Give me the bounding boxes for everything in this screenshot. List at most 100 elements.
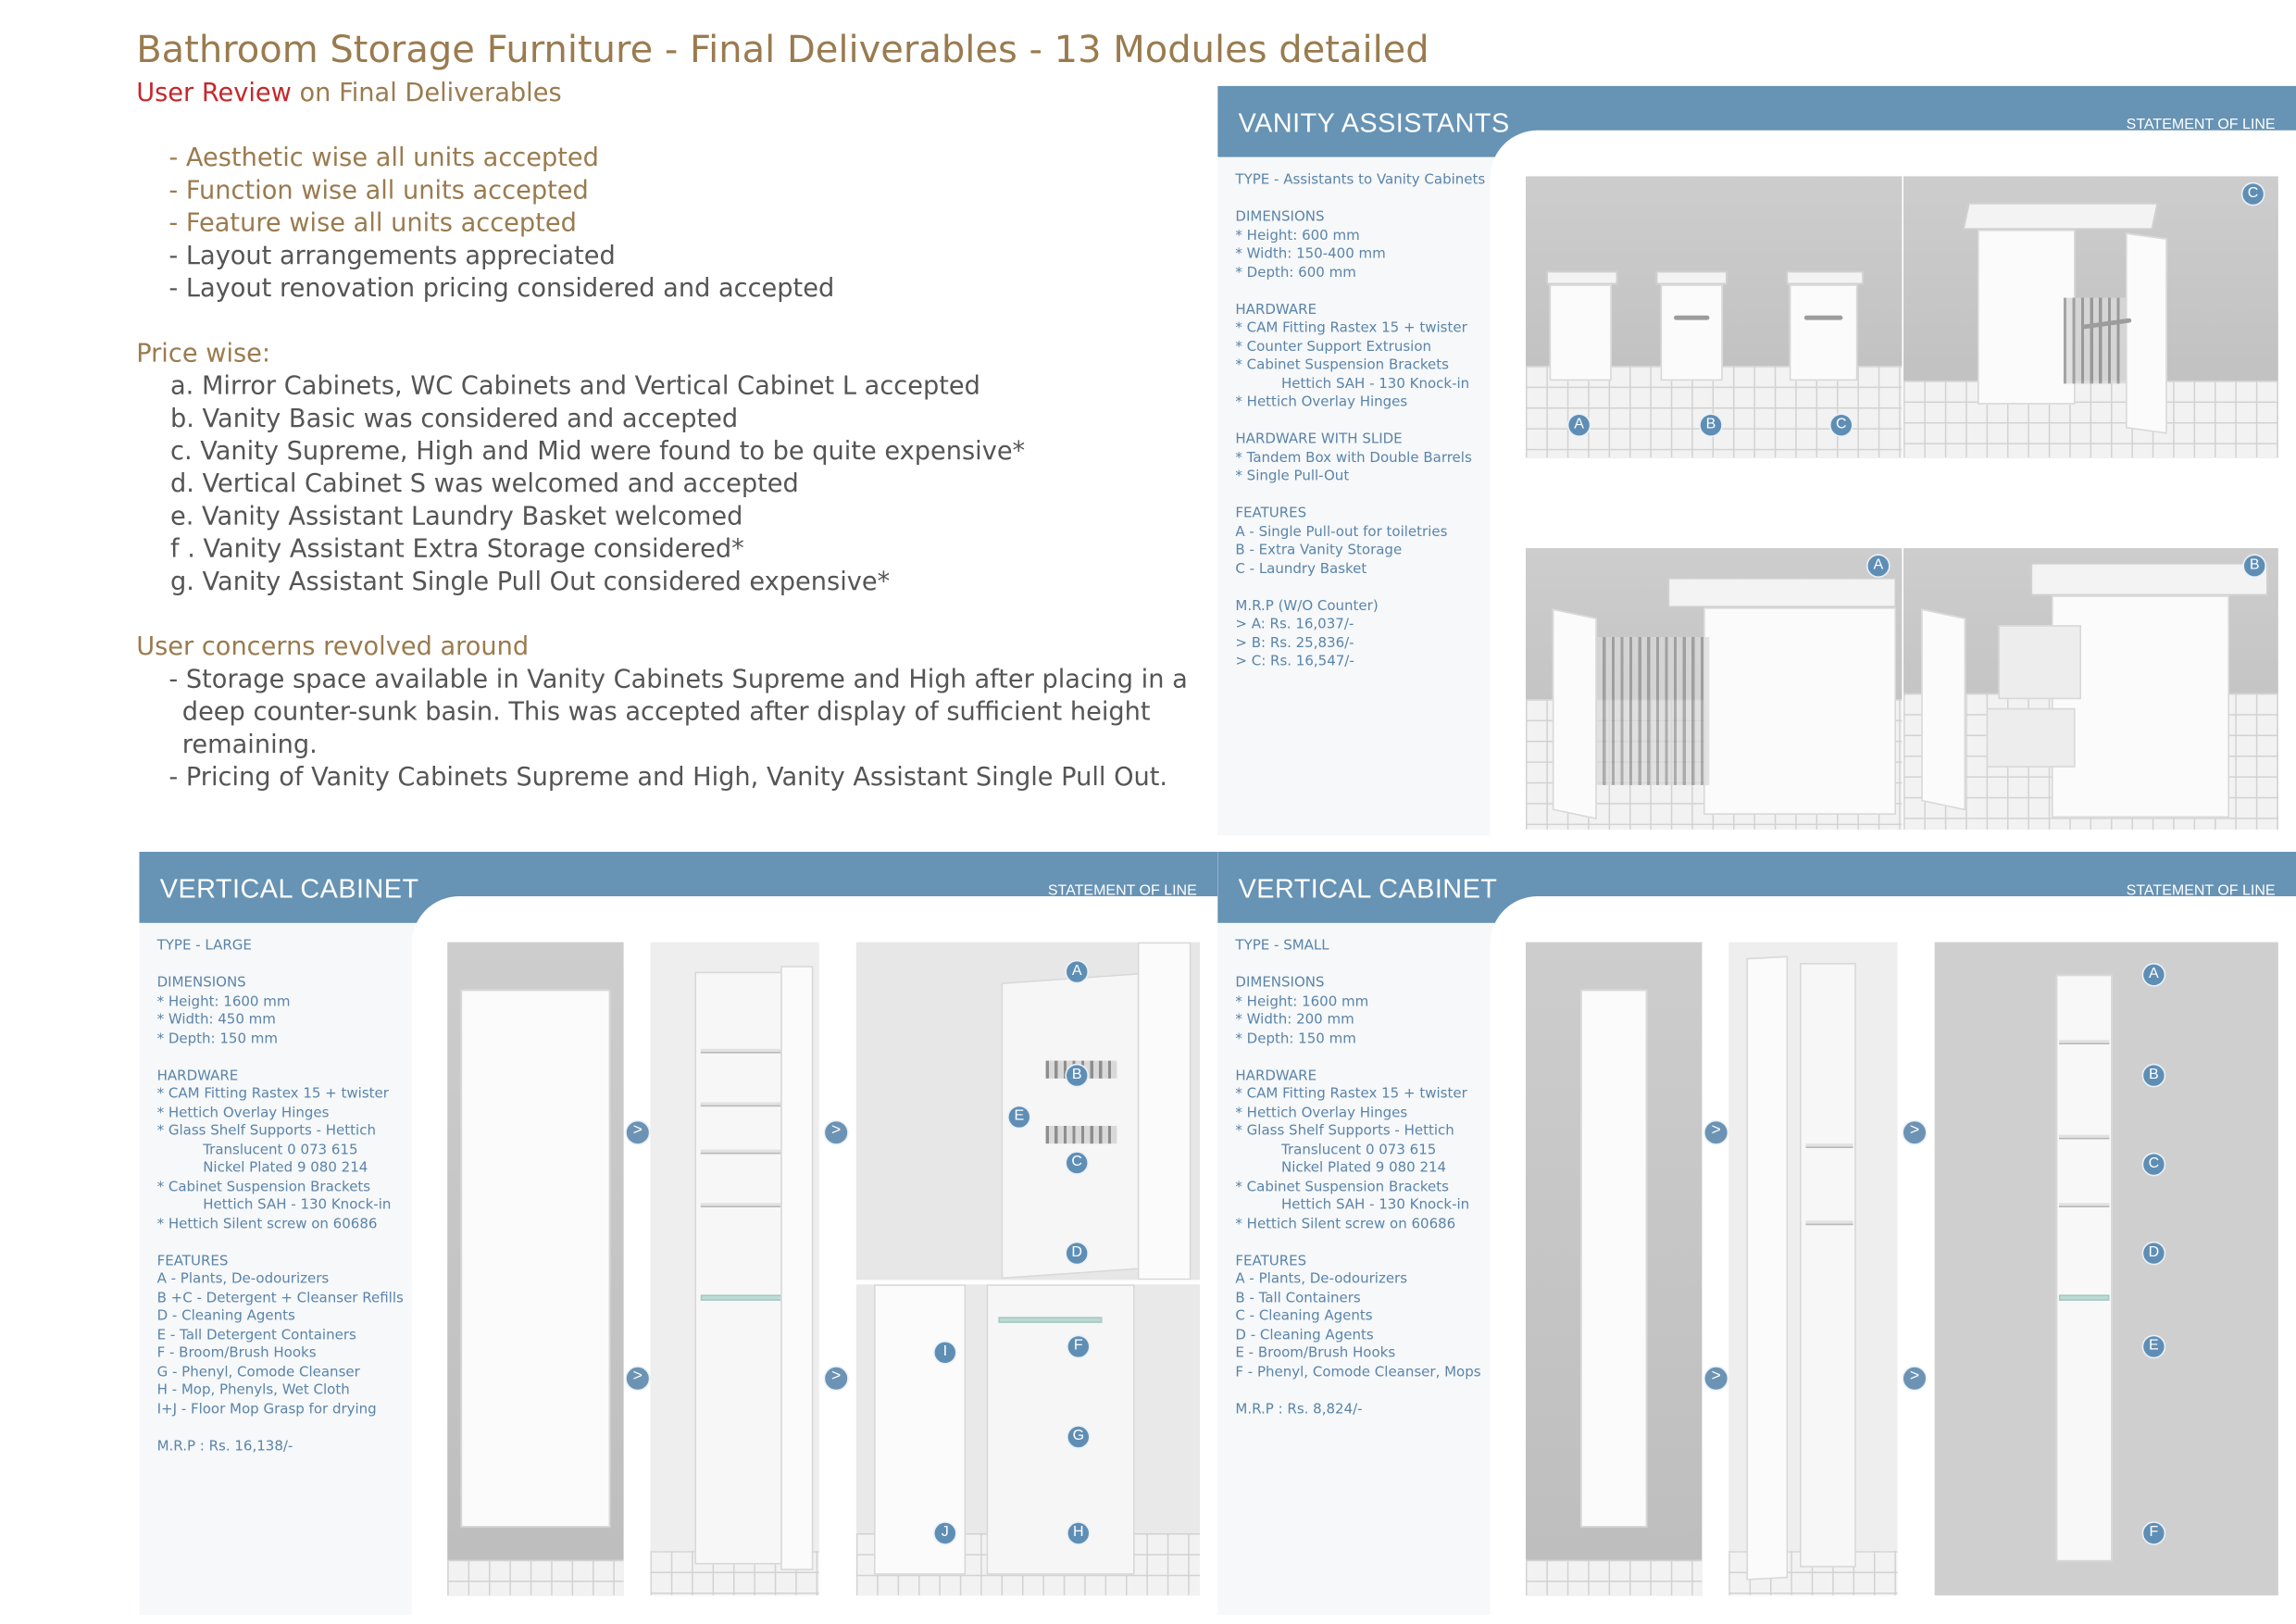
spec-line: * Width: 450 mm bbox=[156, 1011, 276, 1029]
spec-line: C - Cleaning Agents bbox=[1235, 1307, 1373, 1325]
label-f-marker: F bbox=[1067, 1334, 1091, 1359]
small-cabinet-open-render bbox=[1728, 942, 1898, 1596]
spec-line: * Hettich Overlay Hinges bbox=[1235, 394, 1408, 411]
spec-line: * Single Pull-Out bbox=[1235, 468, 1350, 485]
spec-line: > B: Rs. 25,836/- bbox=[1235, 634, 1354, 652]
spec-line: M.R.P : Rs. 8,824/- bbox=[1235, 1400, 1363, 1418]
cabinet-door bbox=[1580, 989, 1648, 1528]
spec-line: Translucent 0 073 615 bbox=[1281, 1141, 1437, 1158]
label-d-marker: D bbox=[1065, 1241, 1089, 1266]
acceptance-item: Aesthetic wise all units accepted bbox=[168, 143, 1217, 175]
spec-line: * Width: 200 mm bbox=[1235, 1011, 1354, 1029]
large-cabinet-lower-detail: F I G J H bbox=[855, 1284, 1200, 1596]
spec-line: HARDWARE WITH SLIDE bbox=[1235, 431, 1403, 448]
price-heading: Price wise: bbox=[136, 339, 271, 369]
acceptance-list: Aesthetic wise all units accepted Functi… bbox=[136, 143, 1217, 306]
spec-line: * Depth: 150 mm bbox=[156, 1030, 279, 1047]
vanity-specs: TYPE - Assistants to Vanity Cabinets DIM… bbox=[1235, 172, 1485, 672]
panel-tagline: STATEMENT OF LINE bbox=[2126, 117, 2276, 133]
large-cabinet-upper-detail: A B E C D bbox=[855, 942, 1200, 1280]
panel-tagline: STATEMENT OF LINE bbox=[2126, 882, 2276, 900]
spec-line: * Width: 150-400 mm bbox=[1235, 245, 1386, 263]
next-arrow: > bbox=[625, 1119, 651, 1145]
spec-line: A - Plants, De-odourizers bbox=[156, 1270, 330, 1288]
spec-line: E - Broom/Brush Hooks bbox=[1235, 1344, 1396, 1362]
extra-storage-render: B bbox=[1903, 548, 2278, 830]
spec-line: B +C - Detergent + Cleanser Refills bbox=[156, 1289, 404, 1306]
spec-line: I+J - Floor Mop Grasp for drying bbox=[156, 1400, 377, 1418]
next-arrow: > bbox=[625, 1366, 651, 1392]
spec-line: B - Tall Containers bbox=[1235, 1289, 1361, 1306]
spec-line: * Cabinet Suspension Brackets bbox=[156, 1178, 371, 1195]
next-arrow: > bbox=[1703, 1366, 1729, 1392]
label-c-marker: C bbox=[1829, 413, 1853, 437]
label-b-marker: B bbox=[2141, 1063, 2166, 1088]
spec-line: FEATURES bbox=[156, 1252, 229, 1269]
spec-line: A - Plants, De-odourizers bbox=[1235, 1270, 1408, 1288]
acceptance-item: Layout renovation pricing considered and… bbox=[168, 272, 1217, 305]
label-g-marker: G bbox=[1067, 1425, 1091, 1449]
spec-line: * Counter Support Extrusion bbox=[1235, 338, 1432, 356]
spec-line: HARDWARE bbox=[1235, 1067, 1317, 1084]
panel-title: VERTICAL CABINET bbox=[159, 874, 419, 904]
drawer-lower bbox=[1986, 707, 2076, 768]
spec-line: > A: Rs. 16,037/- bbox=[1235, 616, 1354, 633]
open-door bbox=[2126, 232, 2167, 434]
unit-a-cabinet bbox=[1549, 284, 1612, 381]
acceptance-item: Layout arrangements appreciated bbox=[168, 240, 1217, 272]
spec-line: * Hettich Silent screw on 60686 bbox=[156, 1215, 378, 1232]
spec-line: F - Phenyl, Comode Cleanser, Mops bbox=[1235, 1363, 1481, 1380]
open-door bbox=[1921, 608, 1966, 811]
spec-line: * Depth: 600 mm bbox=[1235, 264, 1356, 281]
price-item: c. Vanity Supreme, High and Mid were fou… bbox=[170, 437, 1026, 467]
tiled-floor bbox=[1526, 1559, 1703, 1596]
spec-line: > C: Rs. 16,547/- bbox=[1235, 653, 1354, 670]
pullout-panel bbox=[1552, 608, 1597, 820]
label-a-marker: A bbox=[1566, 413, 1591, 437]
vertical-cabinet-small-panel: VERTICAL CABINET STATEMENT OF LINE TYPE … bbox=[1217, 852, 2296, 1615]
small-cabinet-exploded-render: A B C D E F bbox=[1934, 942, 2278, 1596]
drawer-upper bbox=[1998, 625, 2081, 700]
concerns-list: Storage space available in Vanity Cabine… bbox=[136, 664, 1217, 794]
tiled-floor bbox=[447, 1559, 624, 1596]
vertical-cabinet-large-panel: VERTICAL CABINET STATEMENT OF LINE TYPE … bbox=[139, 852, 1218, 1615]
label-e-marker: E bbox=[1007, 1105, 1031, 1130]
spec-line: E - Tall Detergent Containers bbox=[156, 1326, 356, 1343]
label-b-marker: B bbox=[2242, 554, 2266, 578]
large-cabinet-closed-render bbox=[447, 942, 624, 1596]
review-subtitle: User Review on Final Deliverables bbox=[136, 77, 1217, 109]
concern-item: Storage space available in Vanity Cabine… bbox=[168, 664, 1217, 762]
spec-line: DIMENSIONS bbox=[156, 974, 246, 992]
spec-line: * Height: 600 mm bbox=[1235, 227, 1360, 244]
label-c-marker: C bbox=[2240, 181, 2265, 206]
spec-line: * CAM Fitting Rastex 15 + twister bbox=[1235, 319, 1467, 337]
panel-title: VANITY ASSISTANTS bbox=[1238, 107, 1510, 138]
open-door bbox=[780, 966, 814, 1570]
spec-line: FEATURES bbox=[1235, 505, 1307, 522]
spec-line: D - Cleaning Agents bbox=[156, 1307, 295, 1325]
spec-line: Nickel Plated 9 080 214 bbox=[203, 1159, 368, 1177]
price-item: f . Vanity Assistant Extra Storage consi… bbox=[170, 534, 744, 565]
spec-line: A - Single Pull-out for toiletries bbox=[1235, 523, 1448, 541]
price-item: e. Vanity Assistant Laundry Basket welco… bbox=[170, 502, 743, 532]
label-b-marker: B bbox=[1065, 1063, 1089, 1088]
label-a-marker: A bbox=[1065, 959, 1089, 984]
label-i-marker: I bbox=[933, 1341, 957, 1365]
spec-line: * Height: 1600 mm bbox=[156, 993, 291, 1010]
panel-title: VERTICAL CABINET bbox=[1238, 874, 1498, 904]
next-arrow: > bbox=[1703, 1119, 1729, 1145]
label-a-marker: A bbox=[2141, 963, 2166, 987]
spec-line: D - Cleaning Agents bbox=[1235, 1326, 1374, 1343]
unit-c-cabinet bbox=[1789, 284, 1858, 381]
user-review-section: Bathroom Storage Furniture - Final Deliv… bbox=[136, 27, 1429, 794]
acceptance-item: Feature wise all units accepted bbox=[168, 207, 1217, 240]
tiled-floor bbox=[1526, 366, 1903, 458]
open-door bbox=[1137, 942, 1192, 1280]
cabinet-door bbox=[460, 989, 611, 1528]
next-arrow: > bbox=[823, 1119, 849, 1145]
subtitle-rest: on Final Deliverables bbox=[291, 78, 562, 108]
price-item: b. Vanity Basic was considered and accep… bbox=[170, 404, 739, 434]
spec-line: M.R.P (W/O Counter) bbox=[1235, 597, 1379, 615]
spec-line: Nickel Plated 9 080 214 bbox=[1281, 1159, 1447, 1177]
